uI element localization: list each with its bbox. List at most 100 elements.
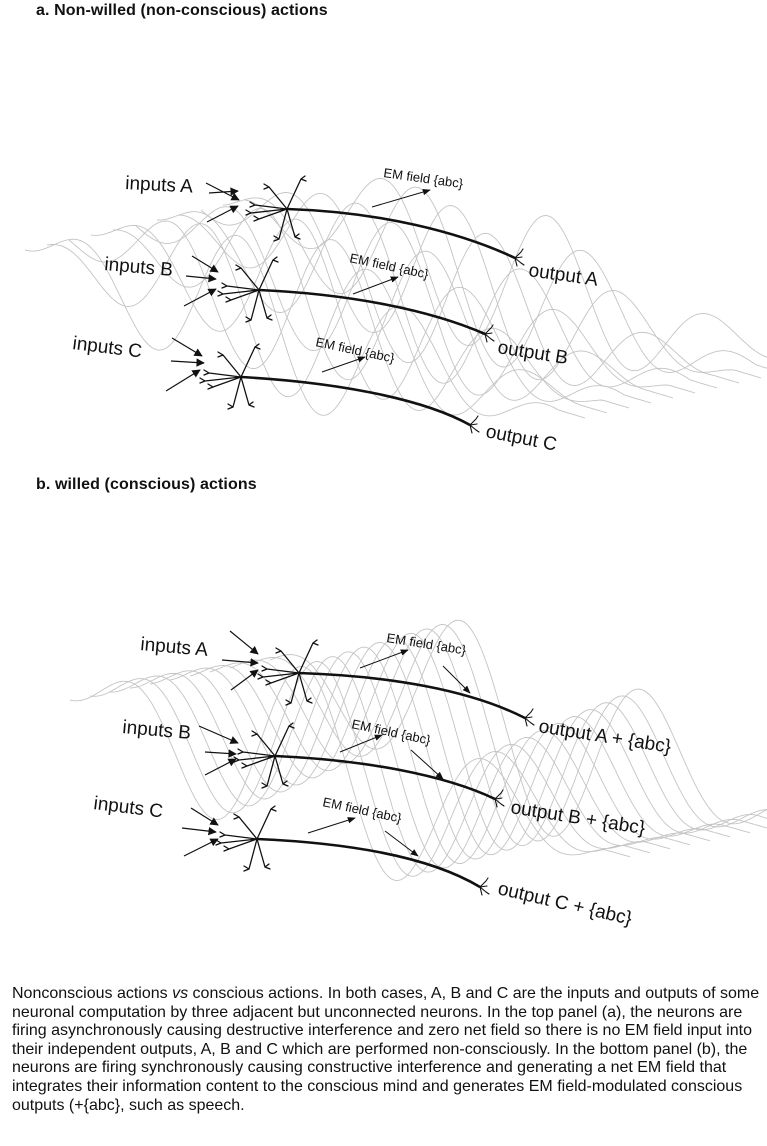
em-field-out-arrow-icon bbox=[384, 830, 419, 857]
inputs-a-label: inputs A bbox=[125, 173, 194, 198]
axon-terminal-icon bbox=[479, 877, 490, 896]
panel-a-title: a. Non-willed (non-conscious) actions bbox=[36, 2, 328, 19]
input-arrow-icon bbox=[181, 826, 217, 836]
em-wave-line bbox=[129, 651, 691, 869]
output-c-label: output C + {abc} bbox=[496, 878, 634, 929]
sync-em-waves bbox=[69, 619, 767, 881]
em-wave-line bbox=[24, 234, 586, 419]
neuron-dendrites bbox=[233, 722, 295, 789]
output-a-label: output A + {abc} bbox=[537, 716, 672, 758]
em-wave-line bbox=[109, 656, 671, 873]
axon-terminal-branches bbox=[524, 708, 535, 727]
axon-b bbox=[274, 754, 496, 801]
axon-terminal-icon bbox=[524, 708, 535, 727]
input-arrow-icon bbox=[183, 288, 217, 307]
axon-c bbox=[256, 837, 481, 889]
em-wave-line bbox=[249, 624, 767, 842]
em-wave-line bbox=[69, 665, 631, 881]
neuron-icon bbox=[217, 256, 279, 323]
axon-a bbox=[286, 207, 516, 260]
input-arrow-icon bbox=[185, 274, 217, 283]
input-arrow-icon bbox=[204, 749, 237, 758]
axon-terminal-icon bbox=[469, 415, 480, 434]
caption-part2: conscious actions. In both cases, A, B a… bbox=[12, 985, 760, 1114]
neuron-icon bbox=[215, 805, 277, 872]
neuron-icon bbox=[233, 722, 295, 789]
em-wave-line bbox=[149, 646, 711, 864]
output-a-label: output A bbox=[527, 260, 599, 291]
input-arrow-icon bbox=[183, 838, 219, 857]
inputs-c-label: inputs C bbox=[92, 793, 164, 822]
em-wave-line bbox=[68, 220, 630, 411]
em-wave-line bbox=[244, 177, 767, 372]
input-arrow-icon bbox=[229, 630, 259, 655]
axon-terminal-branches bbox=[469, 415, 480, 434]
caption-italic: vs bbox=[172, 985, 189, 1002]
axon-terminal-branches bbox=[514, 248, 525, 267]
axon-terminal-branches bbox=[479, 877, 490, 896]
neuron-dendrites bbox=[199, 343, 261, 410]
panel-b-title: b. willed (conscious) actions bbox=[36, 476, 257, 493]
axon-c bbox=[240, 375, 471, 427]
em-wave-line bbox=[90, 218, 652, 404]
em-wave-line bbox=[222, 186, 767, 373]
input-arrow-icon bbox=[206, 205, 239, 223]
neuron-c: inputs C EM field {abc} output C bbox=[71, 333, 558, 455]
input-arrow-icon bbox=[165, 369, 201, 392]
diagram: inputs A EM field {abc} output A inputs … bbox=[24, 165, 767, 930]
em-field-arrow-icon bbox=[339, 734, 383, 753]
em-field-out-arrow-icon bbox=[410, 749, 444, 780]
axon-b bbox=[258, 288, 486, 336]
output-c-label: output C bbox=[484, 421, 559, 455]
neuron-dendrites bbox=[257, 639, 319, 706]
input-arrow-icon bbox=[205, 182, 240, 201]
async-em-waves bbox=[24, 177, 767, 419]
em-field-arrow-icon bbox=[371, 188, 431, 208]
em-wave-line bbox=[134, 206, 696, 396]
axon-terminal-branches bbox=[484, 324, 495, 343]
axon-a bbox=[298, 671, 526, 720]
inputs-c-label: inputs C bbox=[71, 333, 143, 362]
em-field-label-a: EM field {abc} bbox=[383, 165, 465, 191]
axon-terminal-icon bbox=[484, 324, 495, 343]
output-b-label: output B + {abc} bbox=[509, 797, 646, 839]
inputs-b-label: inputs B bbox=[104, 254, 174, 281]
neuron-icon bbox=[245, 175, 307, 242]
input-arrow-icon bbox=[221, 658, 259, 667]
em-wave-line bbox=[200, 192, 762, 381]
neuron-a: inputs A EM field {abc} output A bbox=[125, 165, 600, 291]
em-wave-line bbox=[189, 637, 751, 856]
neuron-icon bbox=[199, 343, 261, 410]
em-wave-line bbox=[46, 223, 608, 416]
neuron-dendrites bbox=[215, 805, 277, 872]
axon-terminal-icon bbox=[494, 789, 505, 808]
input-arrow-icon bbox=[170, 358, 205, 367]
em-wave-line bbox=[169, 642, 731, 860]
input-arrow-icon bbox=[191, 255, 219, 273]
axon-terminal-branches bbox=[494, 789, 505, 808]
axon-terminal-icon bbox=[514, 248, 525, 267]
em-field-arrow-icon bbox=[321, 356, 366, 373]
inputs-b-label: inputs B bbox=[122, 717, 192, 744]
neuron-dendrites bbox=[245, 175, 307, 242]
inputs-a-label: inputs A bbox=[140, 634, 210, 661]
input-arrow-icon bbox=[171, 337, 203, 357]
input-arrow-icon bbox=[230, 669, 259, 691]
caption-part1: Nonconscious actions bbox=[12, 985, 173, 1002]
input-arrow-icon bbox=[204, 758, 237, 776]
em-field-arrow-icon bbox=[359, 649, 409, 669]
neuron-icon bbox=[257, 639, 319, 706]
em-field-arrow-icon bbox=[352, 276, 399, 295]
neuron-dendrites bbox=[217, 256, 279, 323]
figure-caption: Nonconscious actions vs conscious action… bbox=[12, 985, 760, 1115]
em-wave-line bbox=[209, 632, 767, 851]
em-field-label-c: EM field {abc} bbox=[314, 334, 396, 365]
em-wave-line bbox=[229, 628, 767, 847]
input-arrow-icon bbox=[198, 725, 239, 744]
em-field-out-arrow-icon bbox=[442, 665, 471, 694]
em-wave-line bbox=[178, 192, 740, 386]
input-arrow-icon bbox=[190, 807, 219, 826]
em-field-arrow-icon bbox=[307, 817, 356, 834]
em-wave-line bbox=[89, 661, 651, 877]
panel-b-diagram: inputs A EM field {abc} output A + {abc}… bbox=[92, 630, 672, 930]
